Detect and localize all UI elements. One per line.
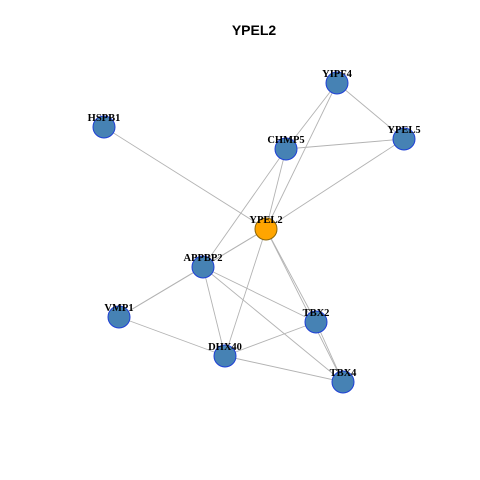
edge-appbp2-vmp1 [118, 266, 204, 318]
node-label-ypel2: YPEL2 [249, 215, 282, 226]
edge-dhx40-tbx4 [224, 355, 344, 383]
edge-dhx40-tbx2 [224, 321, 317, 357]
edge-vmp1-dhx40 [118, 316, 226, 357]
node-tbx2: TBX2 [303, 308, 330, 334]
node-label-vmp1: VMP1 [104, 303, 133, 314]
node-circle-tbx2 [304, 310, 328, 334]
node-circle-chmp5 [274, 137, 298, 161]
node-label-yipf4: YIPF4 [322, 69, 352, 80]
node-tbx4: TBX4 [330, 368, 358, 394]
node-ypel5: YPEL5 [387, 125, 421, 151]
node-ypel2: YPEL2 [249, 215, 283, 241]
node-label-tbx2: TBX2 [303, 308, 330, 319]
node-circle-vmp1 [107, 305, 131, 329]
edge-chmp5-ypel2 [265, 148, 287, 230]
node-yipf4: YIPF4 [322, 69, 353, 95]
edge-yipf4-ypel2 [265, 82, 338, 230]
node-label-chmp5: CHMP5 [267, 135, 304, 146]
node-hspb1: HSPB1 [88, 113, 121, 139]
edge-ypel2-dhx40 [224, 228, 267, 357]
edge-ypel5-ypel2 [265, 138, 405, 230]
edge-yipf4-chmp5 [285, 82, 338, 150]
node-label-hspb1: HSPB1 [88, 113, 121, 124]
graph-title: YPEL2 [232, 22, 277, 38]
node-vmp1: VMP1 [104, 303, 134, 329]
edges-layer [103, 82, 405, 383]
node-chmp5: CHMP5 [267, 135, 305, 161]
node-circle-ypel5 [392, 127, 416, 151]
node-circle-appbp2 [191, 255, 215, 279]
edge-appbp2-dhx40 [202, 266, 226, 357]
node-circle-tbx4 [331, 370, 355, 394]
edge-hspb1-ypel2 [103, 126, 267, 230]
node-label-appbp2: APPBP2 [183, 253, 222, 264]
edge-appbp2-tbx2 [202, 266, 317, 323]
node-appbp2: APPBP2 [183, 253, 223, 279]
node-label-ypel5: YPEL5 [387, 125, 420, 136]
edge-chmp5-appbp2 [202, 148, 287, 268]
node-label-tbx4: TBX4 [330, 368, 358, 379]
node-label-dhx40: DHX40 [208, 342, 242, 353]
edge-appbp2-tbx4 [202, 266, 344, 383]
node-circle-ypel2 [254, 217, 278, 241]
edge-chmp5-ypel5 [285, 138, 405, 150]
node-circle-dhx40 [213, 344, 237, 368]
edge-ypel2-tbx2 [265, 228, 317, 323]
node-circle-yipf4 [325, 71, 349, 95]
node-dhx40: DHX40 [208, 342, 242, 368]
edge-yipf4-ypel5 [336, 82, 405, 140]
node-circle-hspb1 [92, 115, 116, 139]
edge-ypel2-tbx4 [265, 228, 344, 383]
